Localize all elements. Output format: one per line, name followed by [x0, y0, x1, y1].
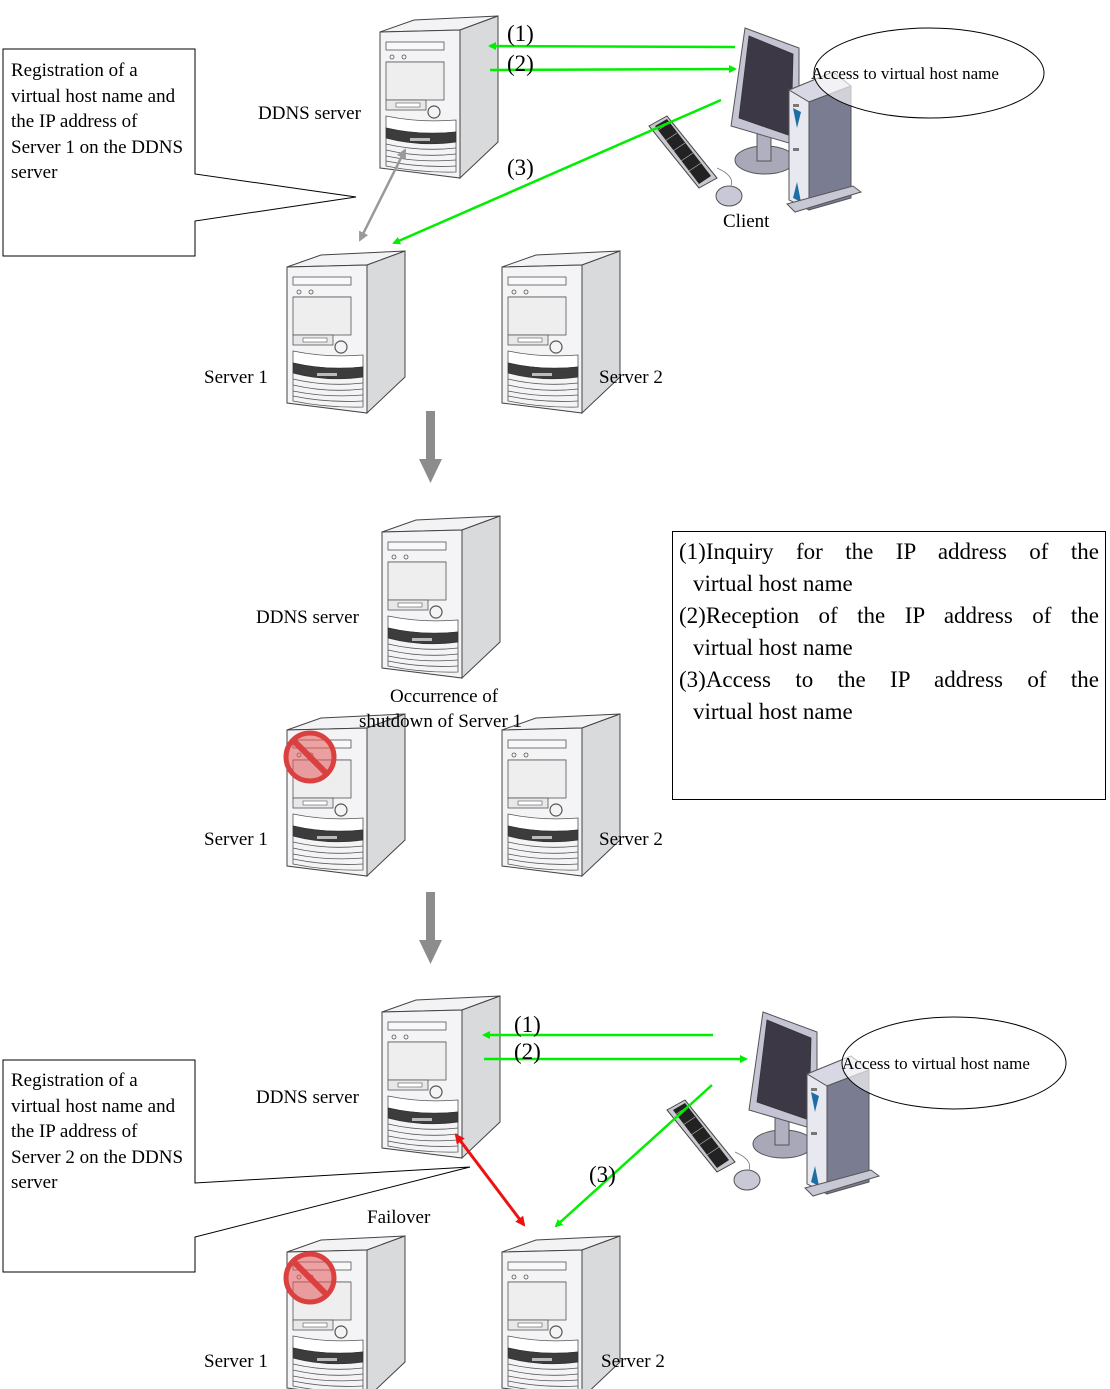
ddns-server-icon [379, 15, 499, 179]
server2-icon [501, 250, 621, 414]
flow-arrow-2 [419, 892, 442, 964]
stage1 [2, 15, 1045, 414]
server2-label: Server 2 [599, 829, 663, 850]
client-bubble-text: Access to virtual host name [842, 1054, 1030, 1073]
event-label-line1: Occurrence of [390, 686, 499, 707]
flow-arrow-1 [419, 411, 442, 483]
legend-item-continuation: virtual host name [693, 699, 853, 724]
server1-label: Server 1 [204, 1351, 268, 1372]
client-label: Client [723, 211, 770, 232]
server1-label: Server 1 [204, 829, 268, 850]
server2-label: Server 2 [601, 1351, 665, 1372]
step3-label: (3) [507, 155, 534, 180]
ddns-server-label: DDNS server [258, 103, 361, 124]
event-label-line2: shutdown of Server 1 [359, 711, 523, 732]
client-pc-icon [666, 1011, 880, 1197]
stage3 [2, 995, 1067, 1389]
ddns-server-icon [381, 515, 501, 679]
client-bubble-ellipse-2 [841, 1016, 1067, 1110]
legend-item-title: (2)Reception of the IP address of the [679, 603, 1099, 628]
server1-icon [286, 250, 406, 414]
prohibited-icon [286, 733, 334, 781]
server2-icon [501, 713, 621, 877]
arrow-failover [454, 1133, 526, 1227]
legend-item: (3)Access to the IP address of the virtu… [673, 664, 1105, 728]
arrow-step3 [554, 1084, 713, 1228]
arrow-step1 [488, 42, 736, 51]
step1-label: (1) [514, 1012, 541, 1037]
arrow-step2 [489, 65, 737, 74]
legend-item-continuation: virtual host name [693, 571, 853, 596]
step3-label: (3) [589, 1162, 616, 1187]
callout-box-1 [2, 48, 357, 257]
legend-item-title: (3)Access to the IP address of the [679, 667, 1099, 692]
failover-label: Failover [367, 1207, 431, 1228]
ddns-server-label: DDNS server [256, 1087, 359, 1108]
ddns-server-icon [381, 995, 501, 1159]
step2-label: (2) [514, 1039, 541, 1064]
callout-text-1: Registration of a virtual host name and … [11, 60, 184, 183]
callout-box-2 [2, 1059, 471, 1273]
arrow-registration-1 [358, 148, 407, 242]
legend-item-title: (1)Inquiry for the IP address of the [679, 539, 1099, 564]
server1-label: Server 1 [204, 367, 268, 388]
legend-item-continuation: virtual host name [693, 635, 853, 660]
callout-text-2: Registration of a virtual host name and … [11, 1070, 184, 1193]
server2-label: Server 2 [599, 367, 663, 388]
ddns-server-label: DDNS server [256, 607, 359, 628]
step2-label: (2) [507, 51, 534, 76]
prohibited-icon [286, 1254, 334, 1302]
legend-item: (2)Reception of the IP address of the vi… [673, 600, 1105, 664]
arrow-step3 [392, 98, 722, 245]
client-bubble-text: Access to virtual host name [811, 64, 999, 83]
step1-label: (1) [507, 21, 534, 46]
client-bubble-ellipse-1 [813, 27, 1045, 119]
legend-item: (1)Inquiry for the IP address of the vir… [673, 536, 1105, 600]
legend-box: (1)Inquiry for the IP address of the vir… [672, 531, 1106, 800]
